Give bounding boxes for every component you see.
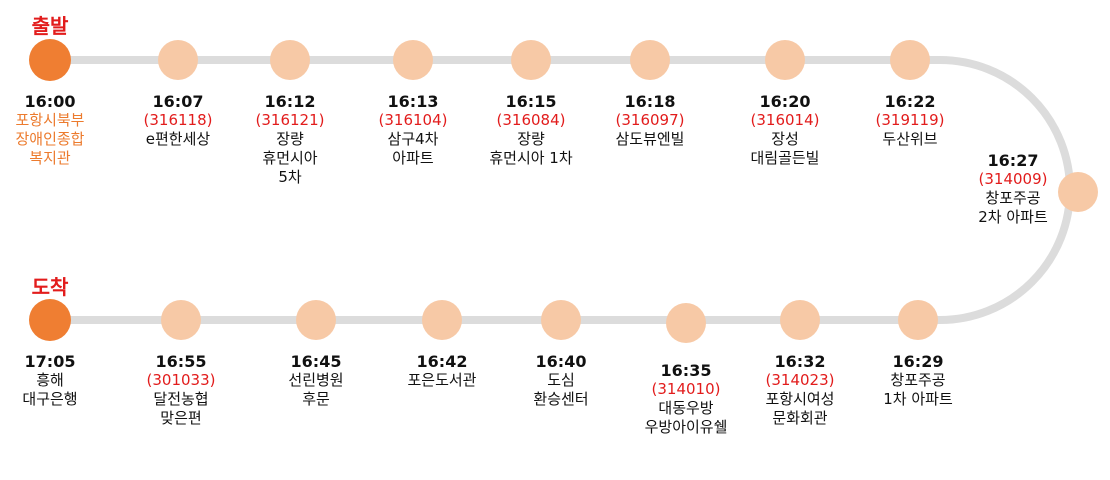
stop-name-line: 장량 (517, 130, 545, 148)
stop-time: 16:29 (892, 352, 944, 371)
stop-time: 16:15 (505, 92, 557, 111)
stop-label: 16:22(319119)두산위브 (840, 92, 980, 149)
stop-marker (666, 303, 706, 343)
stop-marker (422, 300, 462, 340)
stop-marker (898, 300, 938, 340)
stop-time: 16:00 (24, 92, 76, 111)
stop-name-line: 포은도서관 (407, 371, 477, 389)
stop-name-line: 휴먼시아 (262, 149, 318, 167)
stop-code: (319119) (875, 111, 945, 129)
stop-name-line: 장성 (771, 130, 799, 148)
stop-marker (161, 300, 201, 340)
stop-time: 17:05 (24, 352, 76, 371)
stop-time: 16:20 (759, 92, 811, 111)
stop-name-line: 휴먼시아 1차 (489, 149, 573, 167)
stop-name-line: 환승센터 (533, 390, 589, 408)
stop-marker (393, 40, 433, 80)
stop-name-line: 포항시북부 (15, 111, 85, 129)
stop-time: 16:07 (152, 92, 204, 111)
stop-name-line: 달전농협 (153, 390, 209, 408)
stop-time: 16:32 (774, 352, 826, 371)
stop-time: 16:18 (624, 92, 676, 111)
stop-name-line: 대동우방 (658, 399, 714, 417)
stop-time: 16:55 (155, 352, 207, 371)
stop-name-line: 두산위브 (882, 130, 938, 148)
stop-name-line: 후문 (302, 390, 330, 408)
stop-name-line: 장애인종합 (15, 130, 85, 148)
stop-name-line: e편한세상 (145, 130, 211, 148)
stop-code: (316121) (255, 111, 325, 129)
terminal-stop-marker (29, 299, 71, 341)
stop-name-line: 삼도뷰엔빌 (615, 130, 685, 148)
stop-name-line: 창포주공 (890, 371, 946, 389)
stop-marker (890, 40, 930, 80)
end-label: 도착 (31, 275, 69, 299)
stop-marker (541, 300, 581, 340)
stop-code: (316014) (750, 111, 820, 129)
stop-time: 16:27 (987, 151, 1039, 170)
stop-marker (158, 40, 198, 80)
stop-time: 16:22 (884, 92, 936, 111)
stop-name-line: 삼구4차 (387, 130, 439, 148)
stop-name-line: 5차 (278, 168, 302, 186)
stop-time: 16:35 (660, 361, 712, 380)
stop-name-line: 흥해 (36, 371, 64, 389)
stop-code: (316118) (143, 111, 213, 129)
stop-name-line: 도심 (547, 371, 575, 389)
origin-stop-marker (29, 39, 71, 81)
stop-time: 16:13 (387, 92, 439, 111)
stop-name-line: 1차 아파트 (883, 390, 953, 408)
stop-name-line: 우방아이유쉘 (644, 418, 728, 436)
stop-name-line: 포항시여성 (765, 390, 835, 408)
stop-code: (316084) (496, 111, 566, 129)
stop-marker (511, 40, 551, 80)
stop-label: 16:18(316097)삼도뷰엔빌 (580, 92, 720, 149)
stop-code: (301033) (146, 371, 216, 389)
stop-markers (29, 39, 1098, 343)
stop-name-line: 선린병원 (288, 371, 344, 389)
stop-time: 16:40 (535, 352, 587, 371)
stop-name-line: 장량 (276, 130, 304, 148)
stop-marker (780, 300, 820, 340)
stop-marker (270, 40, 310, 80)
stop-time: 16:45 (290, 352, 342, 371)
stop-code: (314010) (651, 380, 721, 398)
stop-code: (316097) (615, 111, 685, 129)
stop-code: (314009) (978, 170, 1048, 188)
stop-marker (296, 300, 336, 340)
stop-name-line: 문화회관 (772, 409, 828, 427)
stop-code: (316104) (378, 111, 448, 129)
stop-marker (1058, 172, 1098, 212)
stop-code: (314023) (765, 371, 835, 389)
stop-name-line: 대림골든빌 (750, 149, 820, 167)
stop-name-line: 2차 아파트 (978, 208, 1048, 226)
stop-name-line: 창포주공 (985, 189, 1041, 207)
stop-name-line: 맞은편 (160, 409, 202, 427)
stop-marker (765, 40, 805, 80)
stop-name-line: 복지관 (29, 149, 71, 167)
stop-name-line: 아파트 (392, 149, 434, 167)
stop-time: 16:12 (264, 92, 316, 111)
stop-label: 16:07(316118)e편한세상 (108, 92, 248, 149)
start-label: 출발 (31, 14, 69, 38)
stop-name-line: 대구은행 (22, 390, 78, 408)
stop-time: 16:42 (416, 352, 468, 371)
stop-marker (630, 40, 670, 80)
